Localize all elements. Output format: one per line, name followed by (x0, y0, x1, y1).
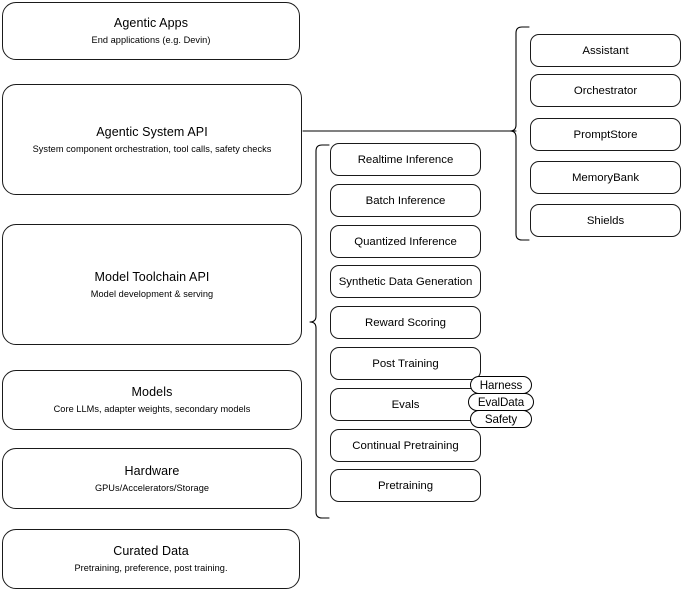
capability-synthetic-data-generation[interactable]: Synthetic Data Generation (330, 265, 481, 298)
capability-post-training[interactable]: Post Training (330, 347, 481, 380)
eval-tag-evaldata[interactable]: EvalData (468, 393, 534, 411)
component-label: MemoryBank (571, 171, 640, 184)
layer-title: Models (131, 385, 173, 399)
component-promptstore[interactable]: PromptStore (530, 118, 681, 151)
layer-card-models[interactable]: Models Core LLMs, adapter weights, secon… (2, 370, 302, 430)
component-label: Orchestrator (573, 84, 638, 97)
capability-batch-inference[interactable]: Batch Inference (330, 184, 481, 217)
layer-title: Agentic Apps (113, 16, 189, 30)
eval-tag-safety[interactable]: Safety (470, 410, 532, 428)
capability-label: Realtime Inference (357, 153, 454, 166)
capability-label: Post Training (372, 357, 439, 370)
layer-card-agentic-system-api[interactable]: Agentic System API System component orch… (2, 84, 302, 195)
eval-tag-label: EvalData (477, 395, 525, 409)
capability-label: Continual Pretraining (352, 439, 459, 452)
component-memorybank[interactable]: MemoryBank (530, 161, 681, 194)
layer-card-curated-data[interactable]: Curated Data Pretraining, preference, po… (2, 529, 300, 589)
eval-tag-label: Safety (484, 412, 518, 426)
capability-quantized-inference[interactable]: Quantized Inference (330, 225, 481, 258)
capability-realtime-inference[interactable]: Realtime Inference (330, 143, 481, 176)
component-shields[interactable]: Shields (530, 204, 681, 237)
layer-subtitle: System component orchestration, tool cal… (32, 143, 272, 154)
component-label: Shields (586, 214, 625, 227)
component-assistant[interactable]: Assistant (530, 34, 681, 67)
layer-title: Agentic System API (96, 124, 208, 139)
capability-reward-scoring[interactable]: Reward Scoring (330, 306, 481, 339)
layer-title: Model Toolchain API (94, 269, 210, 284)
capability-label: Batch Inference (365, 194, 446, 207)
capability-pretraining[interactable]: Pretraining (330, 469, 481, 502)
brace-right (509, 26, 530, 241)
brace-middle (309, 144, 330, 519)
layer-card-model-toolchain-api[interactable]: Model Toolchain API Model development & … (2, 224, 302, 345)
component-label: Assistant (582, 44, 629, 57)
capability-label: Pretraining (377, 479, 434, 492)
layer-title: Hardware (124, 463, 180, 478)
layer-card-agentic-apps[interactable]: Agentic Apps End applications (e.g. Devi… (2, 2, 300, 60)
layer-title: Curated Data (113, 544, 189, 558)
layer-subtitle: End applications (e.g. Devin) (91, 35, 211, 45)
capability-label: Evals (391, 398, 420, 411)
layer-card-hardware[interactable]: Hardware GPUs/Accelerators/Storage (2, 448, 302, 509)
capability-label: Quantized Inference (354, 235, 457, 248)
eval-tag-label: Harness (479, 378, 523, 392)
capability-label: Synthetic Data Generation (338, 275, 473, 288)
capability-evals[interactable]: Evals (330, 388, 481, 421)
eval-tag-harness[interactable]: Harness (470, 376, 532, 394)
component-label: PromptStore (573, 128, 638, 141)
capability-label: Reward Scoring (364, 316, 447, 329)
layer-subtitle: Pretraining, preference, post training. (74, 563, 228, 573)
capability-continual-pretraining[interactable]: Continual Pretraining (330, 429, 481, 462)
component-orchestrator[interactable]: Orchestrator (530, 74, 681, 107)
layer-subtitle: GPUs/Accelerators/Storage (94, 482, 210, 493)
layer-subtitle: Core LLMs, adapter weights, secondary mo… (53, 404, 251, 414)
layer-subtitle: Model development & serving (90, 288, 214, 299)
